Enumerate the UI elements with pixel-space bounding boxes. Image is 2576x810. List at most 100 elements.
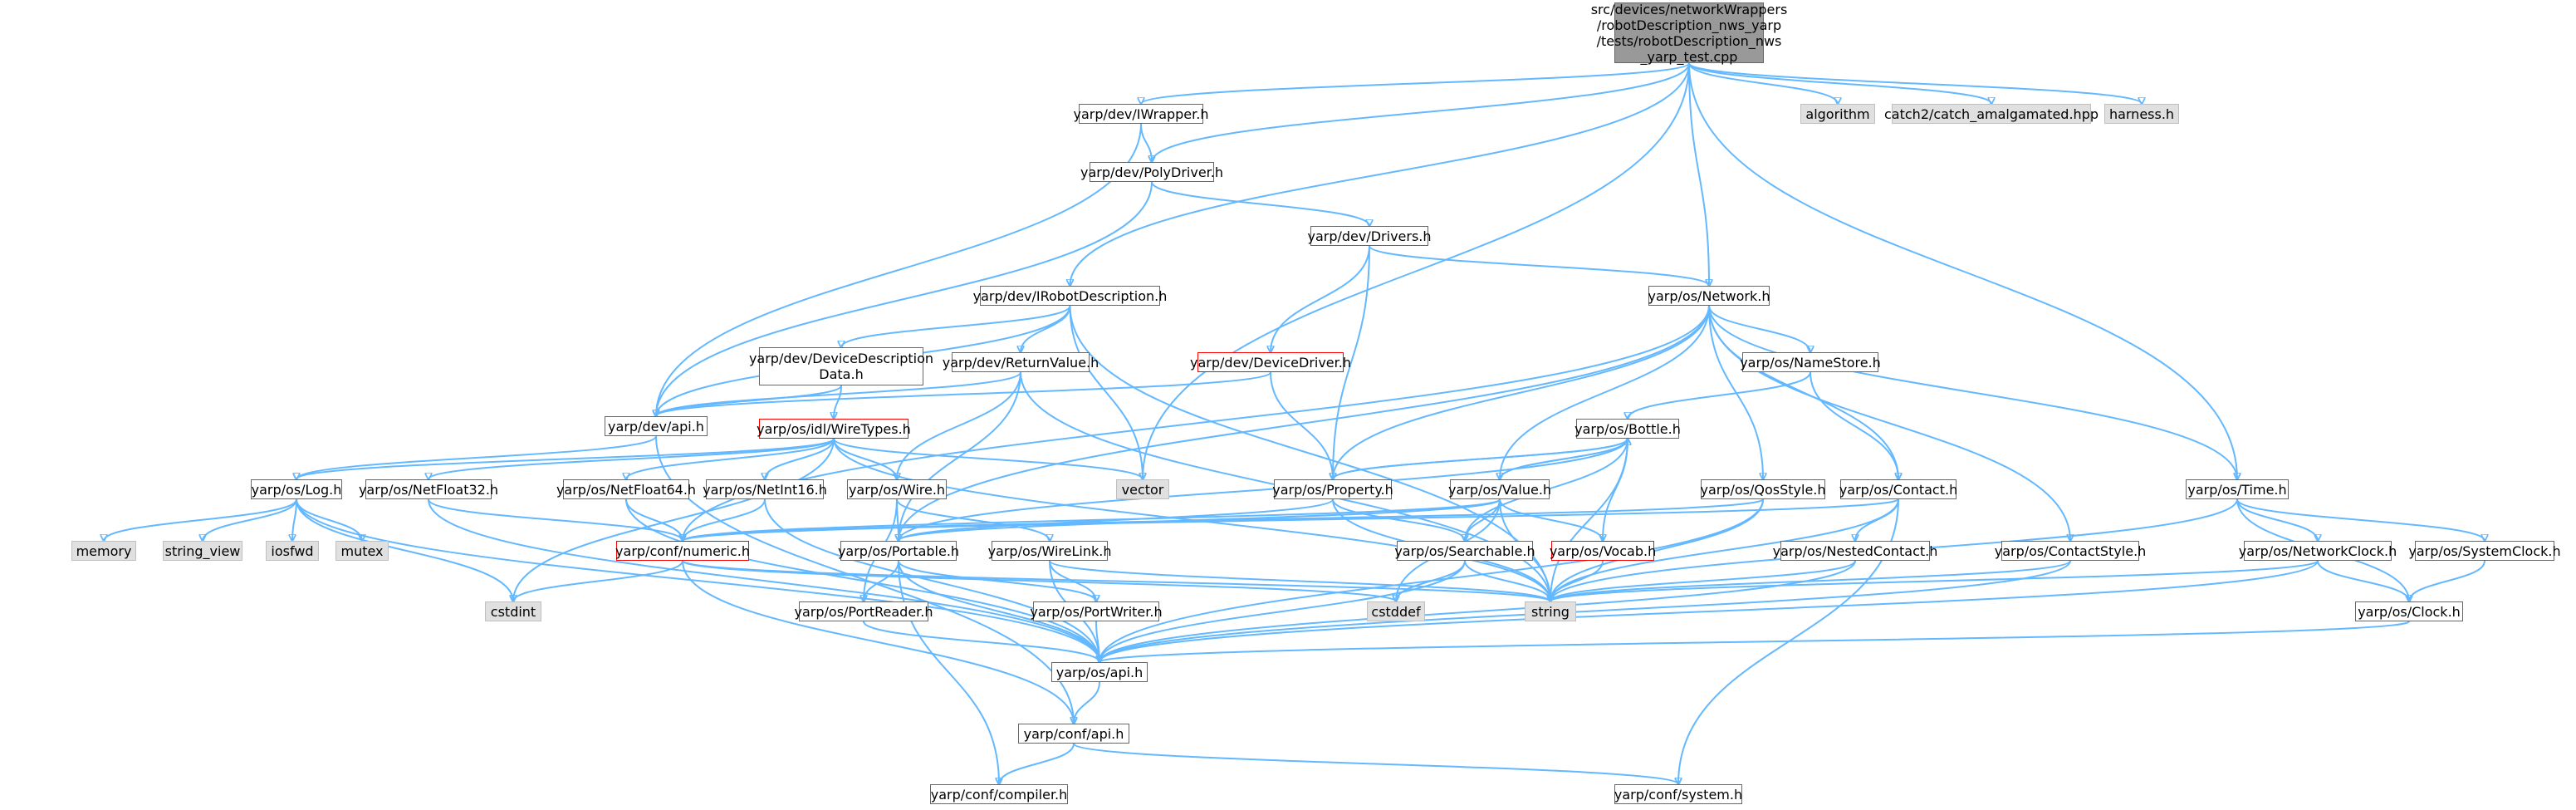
edge-log-to-mutex: [296, 498, 362, 541]
node-system-clock[interactable]: yarp/os/SystemClock.h: [2408, 541, 2561, 561]
edge-value-to-bottle: [1499, 439, 1628, 480]
edge-bottle-to-vocab: [1603, 438, 1628, 541]
edge-osapi-to-confapi: [1074, 681, 1100, 724]
edge-root-to-irobot: [1070, 62, 1690, 286]
edge-portable-to-compiler: [898, 560, 999, 784]
node-conf-numeric[interactable]: yarp/conf/numeric.h: [615, 541, 750, 561]
edge-property-to-bottle: [1332, 439, 1628, 480]
edge-contact-to-numeric: [683, 498, 1899, 541]
edge-namestore-to-contact: [1810, 371, 1898, 479]
edge-root-to-polydriver: [1152, 62, 1690, 162]
edge-searchable-to-osapi: [1099, 560, 1466, 662]
node-conf-compiler[interactable]: yarp/conf/compiler.h: [930, 784, 1068, 804]
node-name-store[interactable]: yarp/os/NameStore.h: [1740, 352, 1881, 372]
edge-irobot-to-devdescdata: [841, 305, 1071, 347]
edge-wiretypes-to-vector: [833, 438, 1143, 479]
edge-nestedcontact-to-osapi: [1099, 560, 1856, 662]
node-cstdint: cstdint: [485, 601, 541, 621]
edge-root-to-harness: [1688, 62, 2142, 104]
edge-devicedriver-to-property: [1270, 371, 1333, 479]
node-vocab[interactable]: yarp/os/Vocab.h: [1550, 541, 1656, 561]
edge-time-to-networkclock: [2236, 498, 2318, 541]
node-dev-api[interactable]: yarp/dev/api.h: [605, 416, 708, 436]
node-time[interactable]: yarp/os/Time.h: [2186, 479, 2289, 499]
edge-networkclock-to-osapi: [1099, 560, 2319, 662]
edge-numeric-to-string: [682, 560, 1550, 601]
node-drivers[interactable]: yarp/dev/Drivers.h: [1307, 226, 1432, 246]
edge-root-to-network: [1688, 62, 1709, 286]
node-iosfwd: iosfwd: [266, 541, 319, 561]
node-os-api[interactable]: yarp/os/api.h: [1051, 662, 1148, 682]
node-catch2: catch2/catch_amalgamated.hpp: [1884, 104, 2099, 124]
node-device-description-data[interactable]: yarp/dev/DeviceDescription Data.h: [749, 347, 933, 385]
edge-time-to-systemclock: [2236, 498, 2485, 541]
node-string-view: string_view: [163, 541, 242, 561]
edge-log-to-cstdint: [296, 498, 513, 601]
edge-value-to-vocab: [1499, 498, 1603, 541]
edge-contactstyle-to-string: [1550, 560, 2071, 601]
node-netint16[interactable]: yarp/os/NetInt16.h: [703, 479, 827, 499]
edge-networkclock-to-clock: [2317, 560, 2409, 601]
node-conf-api[interactable]: yarp/conf/api.h: [1018, 724, 1129, 744]
edge-wiretypes-to-wire: [833, 438, 897, 479]
node-bottle[interactable]: yarp/os/Bottle.h: [1574, 419, 1681, 439]
node-network[interactable]: yarp/os/Network.h: [1648, 286, 1770, 306]
node-device-driver[interactable]: yarp/dev/DeviceDriver.h: [1190, 352, 1351, 372]
node-searchable[interactable]: yarp/os/Searchable.h: [1394, 541, 1535, 561]
node-contact[interactable]: yarp/os/Contact.h: [1839, 479, 1957, 499]
edge-devdescdata-to-wiretypes: [834, 385, 842, 419]
edge-log-to-string_view: [203, 498, 297, 541]
edge-wirelink-to-portwriter: [1049, 560, 1096, 601]
node-nested-contact[interactable]: yarp/os/NestedContact.h: [1773, 541, 1937, 561]
edge-bottle-to-portable: [899, 438, 1628, 541]
node-portable[interactable]: yarp/os/Portable.h: [838, 541, 959, 561]
node-network-clock[interactable]: yarp/os/NetworkClock.h: [2239, 541, 2397, 561]
node-wire[interactable]: yarp/os/Wire.h: [847, 479, 947, 499]
edge-numeric-to-cstdint: [513, 560, 683, 601]
node-qos-style[interactable]: yarp/os/QosStyle.h: [1700, 479, 1826, 499]
node-mutex: mutex: [335, 541, 389, 561]
node-value[interactable]: yarp/os/Value.h: [1448, 479, 1551, 499]
node-iwrapper[interactable]: yarp/dev/IWrapper.h: [1074, 104, 1208, 124]
node-port-reader[interactable]: yarp/os/PortReader.h: [795, 601, 933, 621]
node-netfloat32[interactable]: yarp/os/NetFloat32.h: [359, 479, 498, 499]
node-harness: harness.h: [2104, 104, 2179, 124]
edge-devapi-to-log: [296, 435, 657, 479]
node-wire-types[interactable]: yarp/os/idl/WireTypes.h: [757, 419, 911, 439]
edge-network-to-property: [1333, 305, 1710, 479]
edge-qosstyle-to-numeric: [683, 498, 1764, 541]
node-vector: vector: [1116, 479, 1169, 499]
edge-devicedriver-to-devapi: [656, 371, 1271, 416]
node-cstddef: cstddef: [1367, 601, 1425, 621]
edge-network-to-time: [1708, 305, 2237, 479]
edge-returnvalue-to-wire: [897, 371, 1021, 479]
node-clock[interactable]: yarp/os/Clock.h: [2355, 601, 2463, 621]
edge-wirelink-to-string: [1049, 560, 1550, 601]
node-return-value[interactable]: yarp/dev/ReturnValue.h: [943, 352, 1099, 372]
edge-bottle-to-string: [1550, 438, 1628, 601]
edge-drivers-to-devicedriver: [1271, 245, 1370, 352]
edge-network-to-namestore: [1708, 305, 1810, 352]
node-string: string: [1525, 601, 1576, 621]
node-wire-link[interactable]: yarp/os/WireLink.h: [988, 541, 1111, 561]
node-contact-style[interactable]: yarp/os/ContactStyle.h: [1995, 541, 2146, 561]
edge-root-to-time: [1688, 62, 2237, 479]
node-netfloat64[interactable]: yarp/os/NetFloat64.h: [556, 479, 696, 499]
edge-wiretypes-to-netint16: [765, 438, 835, 479]
node-polydriver[interactable]: yarp/dev/PolyDriver.h: [1080, 162, 1223, 182]
edge-nestedcontact-to-string: [1550, 560, 1856, 601]
node-port-writer[interactable]: yarp/os/PortWriter.h: [1030, 601, 1163, 621]
node-irobot-description[interactable]: yarp/dev/IRobotDescription.h: [973, 286, 1167, 306]
edge-iwrapper-to-polydriver: [1140, 123, 1152, 162]
node-log[interactable]: yarp/os/Log.h: [251, 479, 342, 499]
edge-value-to-numeric: [683, 498, 1501, 541]
edge-netfloat32-to-numeric: [428, 498, 683, 541]
edge-wiretypes-to-netfloat32: [429, 438, 835, 479]
edge-confapi-to-compiler: [999, 743, 1075, 784]
edge-network-to-value: [1500, 305, 1710, 479]
edge-portable-to-portwriter: [898, 560, 1096, 601]
node-property[interactable]: yarp/os/Property.h: [1272, 479, 1393, 499]
edge-log-to-memory: [104, 498, 297, 541]
node-conf-system[interactable]: yarp/conf/system.h: [1614, 784, 1742, 804]
edge-polydriver-to-devapi: [656, 181, 1153, 416]
